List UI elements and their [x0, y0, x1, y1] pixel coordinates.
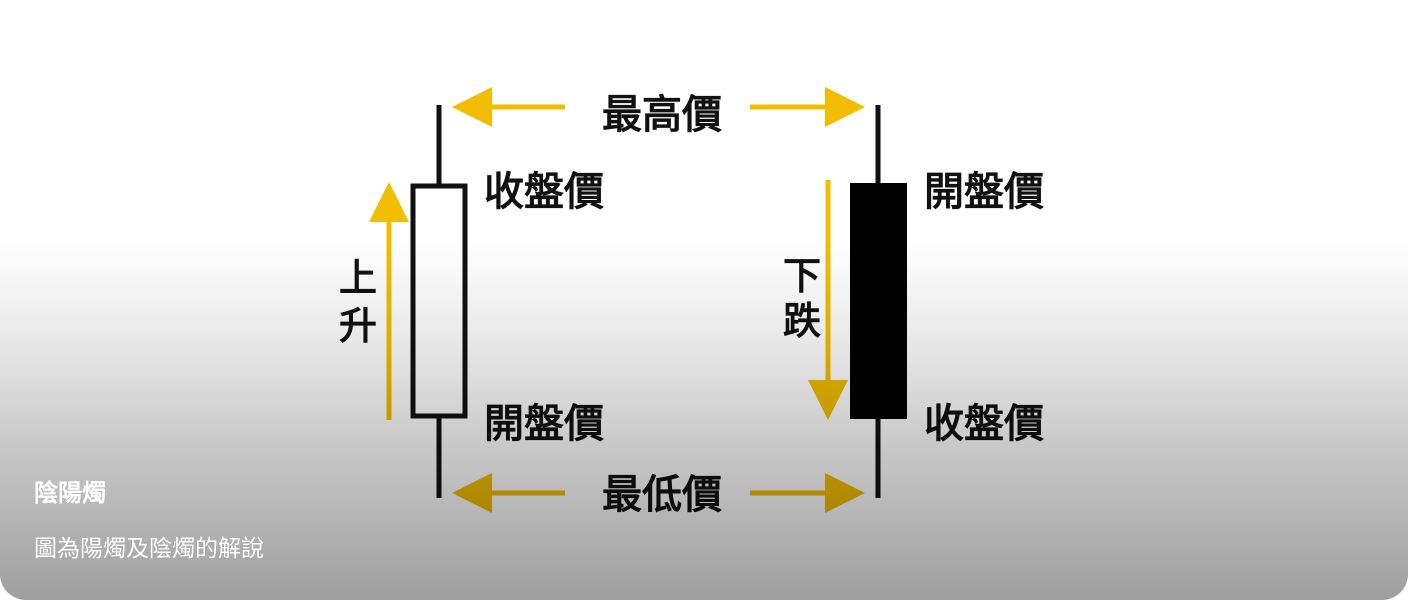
- caption-title: 陰陽燭: [34, 479, 106, 507]
- yin-direction-char-2: 跌: [783, 299, 821, 343]
- highest-price-label: 最高價: [602, 92, 722, 138]
- yin-close-label: 收盤價: [924, 401, 1044, 447]
- yang-close-label: 收盤價: [484, 169, 604, 215]
- yang-direction-char-2: 升: [339, 304, 377, 348]
- lowest-price-label: 最低價: [602, 472, 722, 518]
- yin-open-label: 開盤價: [924, 169, 1044, 215]
- image-caption: 陰陽燭 圖為陽燭及陰燭的解說: [34, 478, 264, 564]
- yang-open-label: 開盤價: [484, 401, 604, 447]
- yang-candle-body: [410, 183, 468, 419]
- yang-direction-char-1: 上: [339, 256, 377, 300]
- yin-direction-char-1: 下: [783, 254, 821, 298]
- yin-candle-body: [850, 183, 907, 419]
- caption-description: 圖為陽燭及陰燭的解說: [34, 536, 264, 562]
